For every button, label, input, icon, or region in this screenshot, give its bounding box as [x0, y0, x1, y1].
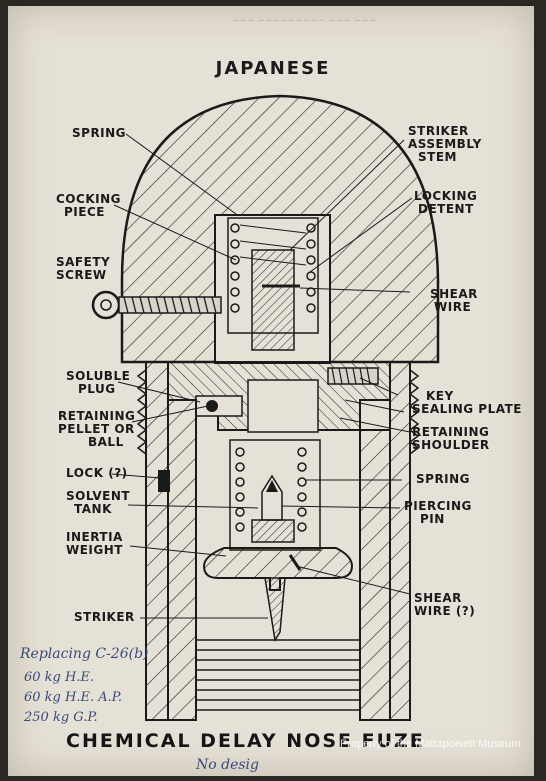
- label-safety-screw: SAFETY SCREW: [56, 255, 111, 282]
- label-cocking-piece: COCKING PIECE: [56, 192, 121, 219]
- museum-watermark: Property of the Mattapoisett Museum: [340, 738, 521, 750]
- label-retaining-pellet: RETAINING PELLET OR BALL: [58, 409, 136, 449]
- label-locking-detent: LOCKING DETENT: [414, 189, 478, 216]
- label-lock: LOCK (?): [66, 466, 128, 480]
- inertia-weight: [202, 547, 354, 643]
- label-piercing-pin: PIERCING PIN: [404, 499, 472, 526]
- title-top: JAPANESE: [215, 58, 331, 79]
- label-retaining-shoulder: RETAINING SHOULDER: [412, 425, 490, 452]
- handwritten-line-1: 60 kg H.E.: [24, 670, 95, 685]
- upper-spring: [227, 217, 319, 351]
- lower-spring: [229, 439, 321, 551]
- label-sealing-plate: SEALING PLATE: [412, 402, 522, 416]
- label-spring-top: SPRING: [72, 126, 127, 140]
- label-solvent-tank: SOLVENT TANK: [66, 489, 131, 516]
- handwritten-line-3: 250 kg G.P.: [24, 710, 98, 725]
- leader-lines: [111, 133, 413, 619]
- safety-screw: [91, 290, 222, 320]
- central-block: [167, 361, 391, 433]
- label-inertia-weight: INERTIA WEIGHT: [66, 530, 123, 557]
- label-spring-lower: SPRING: [416, 472, 471, 486]
- label-soluble-plug: SOLUBLE PLUG: [66, 369, 131, 396]
- handwritten-line-2: 60 kg H.E. A.P.: [24, 690, 122, 705]
- label-striker-assembly-stem: STRIKER ASSEMBLY STEM: [408, 124, 482, 164]
- label-shear-wire-q: SHEAR WIRE (?): [414, 591, 476, 618]
- title-bottom: CHEMICAL DELAY NOSE FUZE: [66, 730, 425, 752]
- fuze-body: [136, 361, 420, 721]
- faint-handwriting: ~~~ ~~~~~~~~~ ~~~ ~~~: [232, 16, 377, 26]
- label-striker: STRIKER: [74, 610, 135, 624]
- label-key: KEY: [426, 389, 454, 403]
- label-shear-wire: SHEAR WIRE: [430, 287, 478, 314]
- handwritten-no-desig: No desig: [196, 757, 259, 773]
- handwritten-replacing: Replacing C-26(b): [20, 646, 149, 662]
